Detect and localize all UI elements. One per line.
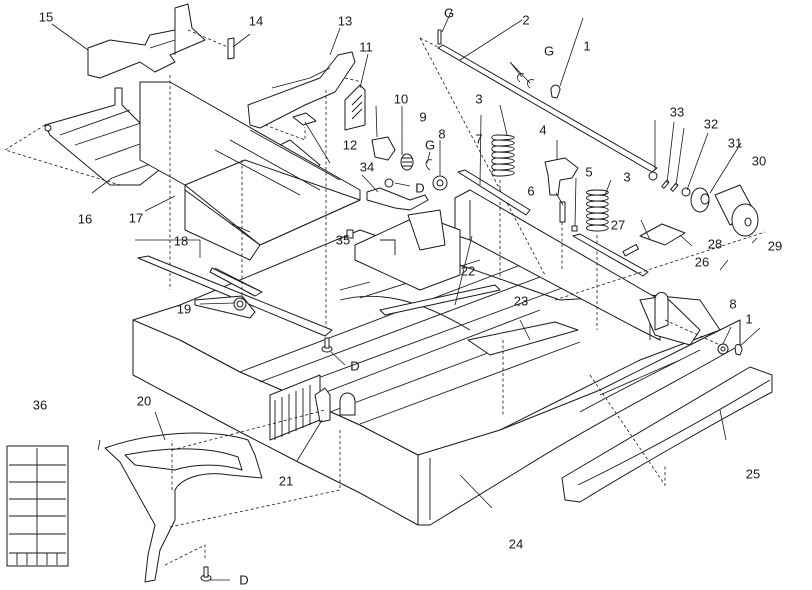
callout-24: 24 (509, 538, 523, 551)
part-g-clip (426, 160, 432, 170)
callout-9: 9 (419, 111, 426, 124)
part-14-pad (228, 38, 234, 59)
callout-3-left: 3 (475, 93, 482, 106)
part-27-spring (623, 244, 639, 255)
callout-10: 10 (394, 93, 408, 106)
callout-3-right: 3 (623, 171, 630, 184)
part-10-actuator (372, 137, 395, 160)
part-36-label-sheet (7, 446, 68, 566)
callout-18: 18 (174, 235, 188, 248)
callout-19: 19 (177, 303, 191, 316)
callout-26: 26 (695, 256, 709, 269)
callout-5: 5 (585, 166, 592, 179)
callout-2: 2 (522, 14, 529, 27)
callout-31: 31 (728, 137, 742, 150)
part-9-spring (401, 154, 413, 170)
callout-14: 14 (249, 15, 263, 28)
part-1-clip-right (735, 344, 742, 355)
part-d-screw-bottom (201, 567, 211, 581)
callout-35: 35 (336, 234, 350, 247)
part-12-label (293, 113, 316, 125)
callout-d-center: D (350, 360, 359, 373)
callout-13: 13 (338, 15, 352, 28)
callout-23: 23 (514, 295, 528, 308)
callout-g-clips: G (544, 45, 554, 58)
callout-4: 4 (539, 124, 546, 137)
callout-17: 17 (129, 212, 143, 225)
part-32-pin (662, 180, 669, 188)
part-1-clip (551, 85, 560, 98)
part-31-washer (682, 188, 690, 196)
callout-34: 34 (360, 161, 374, 174)
callout-20: 20 (137, 395, 151, 408)
callout-1-lower: 1 (745, 313, 752, 326)
callout-g-top: G (444, 7, 454, 20)
part-8-bushing-right (718, 344, 728, 354)
callout-22: 22 (461, 265, 475, 278)
callout-d-bottom: D (239, 574, 248, 587)
part-g-clips (517, 74, 534, 88)
callout-32: 32 (704, 118, 718, 131)
part-28-plate (640, 224, 685, 245)
callout-36: 36 (33, 399, 47, 412)
part-15-side-guide (88, 4, 205, 78)
part-6-spring (560, 202, 565, 222)
callout-15: 15 (39, 11, 53, 24)
callout-7: 7 (475, 133, 482, 146)
callout-33: 33 (670, 106, 684, 119)
part-3-spring-left (492, 135, 515, 176)
callout-28: 28 (708, 238, 722, 251)
callout-25: 25 (746, 468, 760, 481)
part-8-bushing (433, 176, 447, 190)
callout-21: 21 (279, 475, 293, 488)
callout-g-middle: G (425, 139, 435, 152)
callout-27: 27 (611, 219, 625, 232)
part-33-washer (649, 172, 657, 180)
part-29-roller (715, 185, 758, 236)
callout-d-upper: D (415, 182, 424, 195)
part-11-lock-lever (345, 85, 365, 130)
callout-1-upper: 1 (583, 40, 590, 53)
part-5-catch (572, 226, 577, 231)
callout-11: 11 (359, 41, 373, 54)
callout-16: 16 (78, 213, 92, 226)
callout-8-top: 8 (438, 128, 445, 141)
part-4-pick-arm (545, 158, 578, 195)
part-32-pin-b (671, 183, 678, 191)
callout-30: 30 (752, 155, 766, 168)
callout-29: 29 (768, 240, 782, 253)
callout-8-right: 8 (729, 298, 736, 311)
callout-6: 6 (527, 185, 534, 198)
callout-12: 12 (343, 139, 357, 152)
part-3-spring-right (587, 190, 609, 231)
part-30-hub (691, 188, 709, 212)
part-20-gauge-plate (105, 433, 262, 582)
handle-cover (562, 367, 772, 502)
